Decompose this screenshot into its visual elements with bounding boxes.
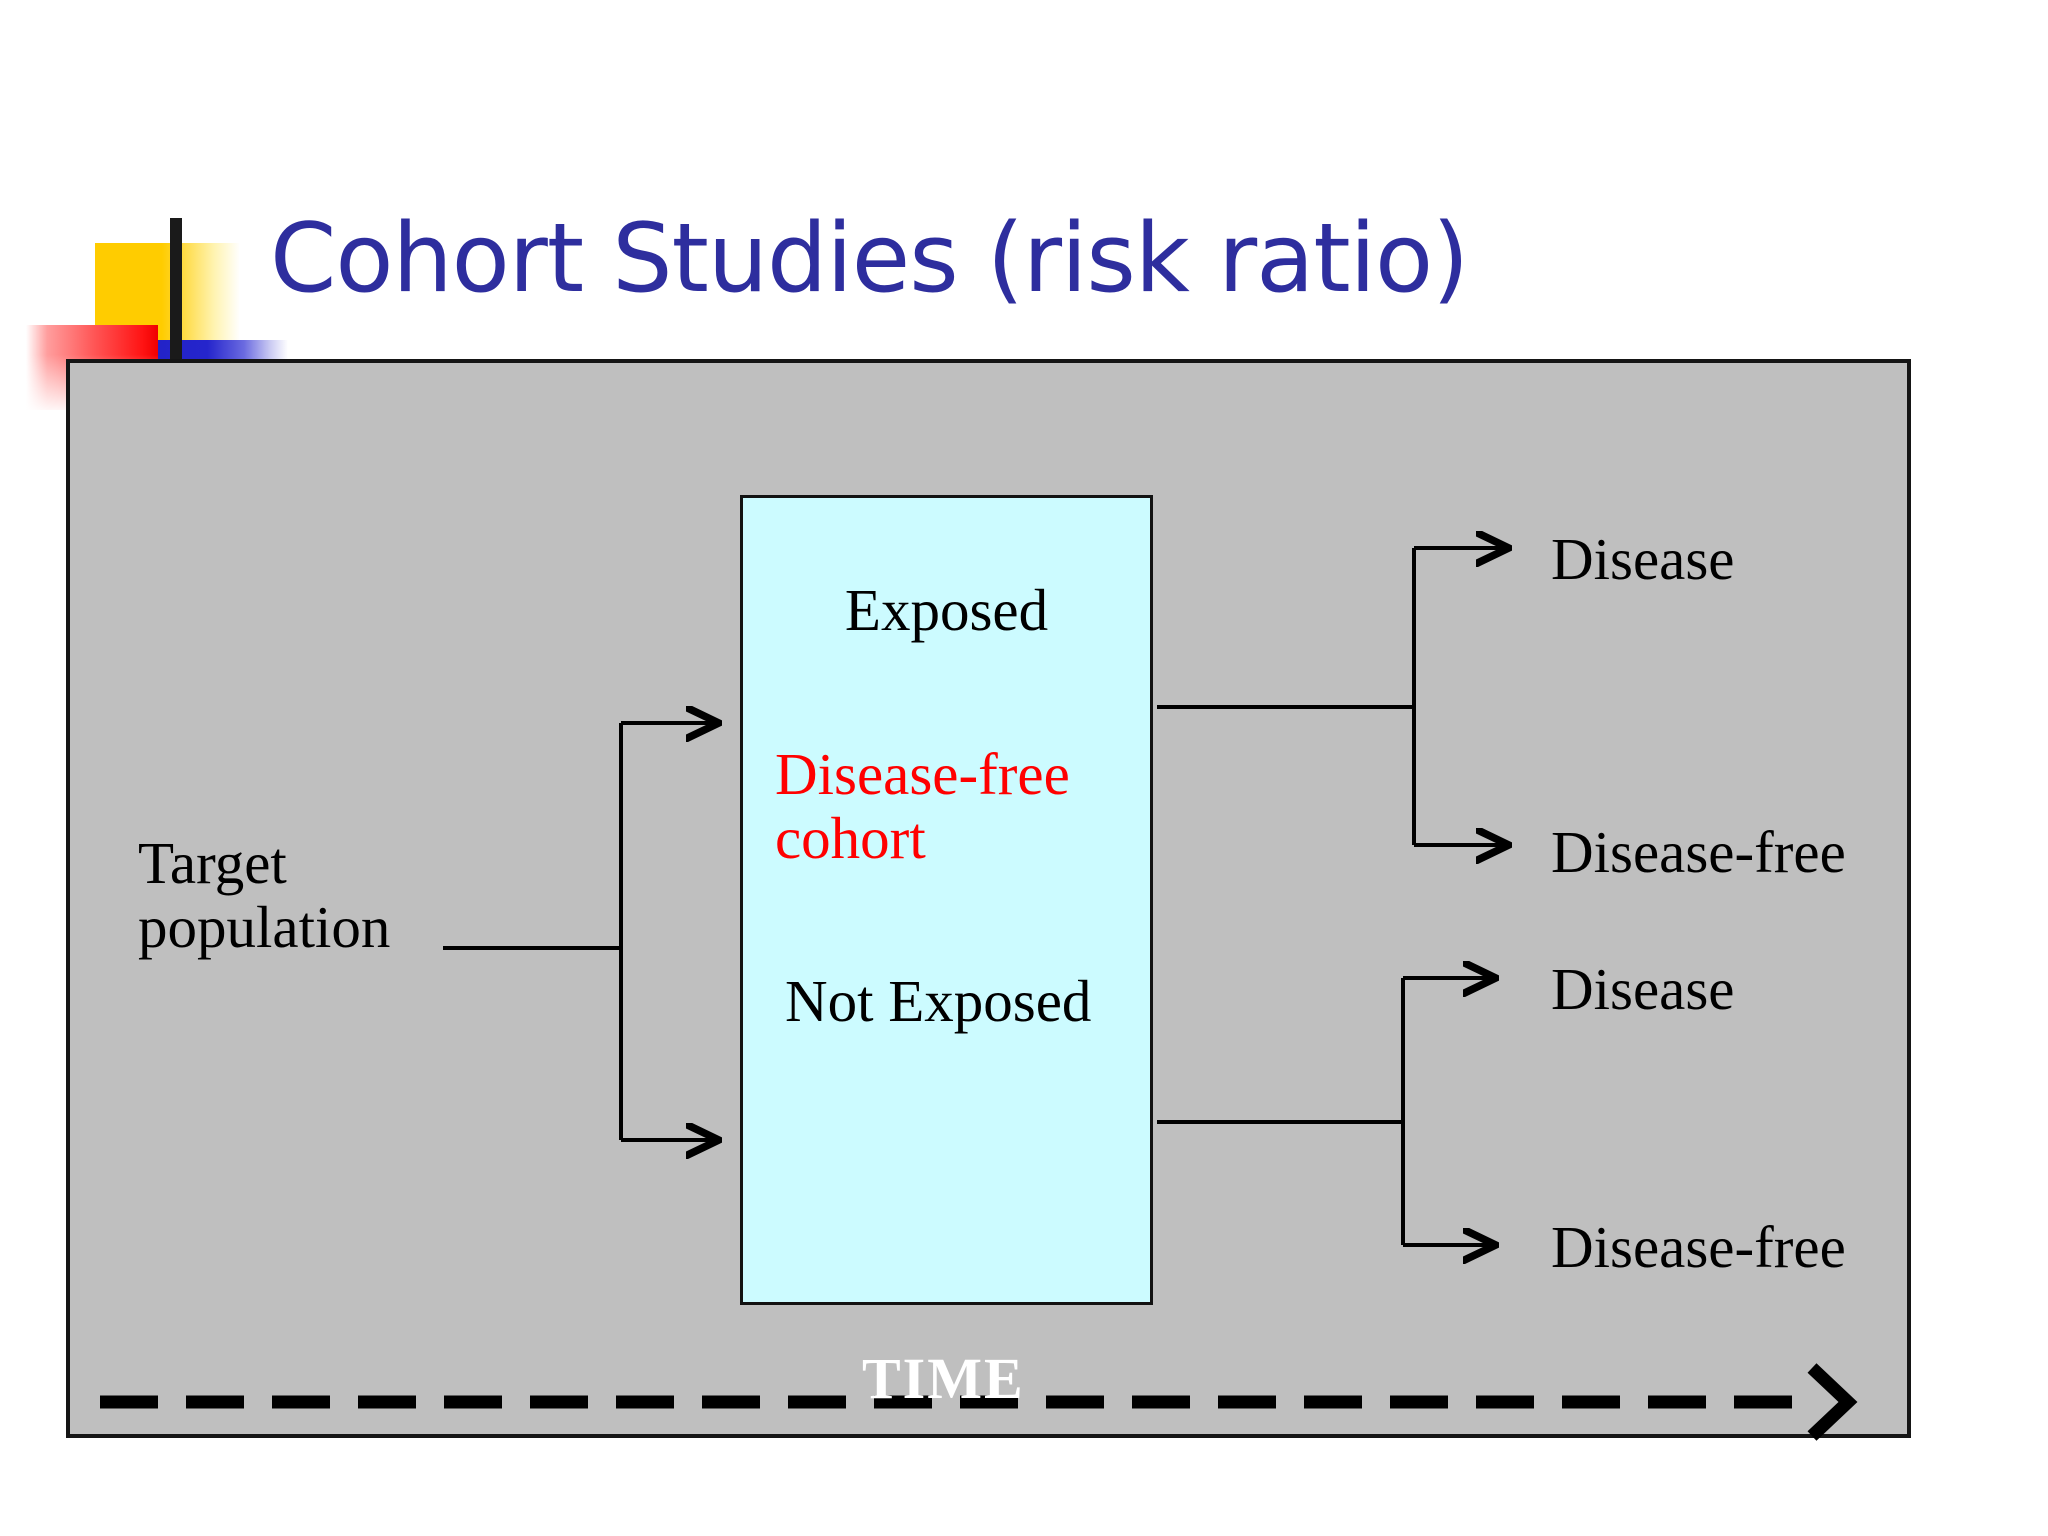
outcome-label-exposed-disease: Disease	[1551, 526, 1735, 592]
disease-free-cohort-label: Disease-free cohort	[775, 741, 1070, 871]
time-axis-label: TIME	[862, 1346, 1025, 1411]
outcome-label-exposed-disease-free: Disease-free	[1551, 819, 1846, 885]
exposed-group-label: Exposed	[844, 577, 1049, 643]
outcome-label-not-exposed-disease: Disease	[1551, 956, 1735, 1022]
disease-free-cohort-box: Exposed Disease-free cohort Not Exposed	[740, 495, 1153, 1305]
slide-title: Cohort Studies (risk ratio)	[270, 204, 1469, 314]
yellow-square-decoration	[95, 243, 240, 355]
not-exposed-group-label: Not Exposed	[785, 968, 1092, 1034]
outcome-label-not-exposed-disease-free: Disease-free	[1551, 1214, 1846, 1280]
black-vertical-bar-decoration	[170, 218, 182, 370]
target-population-label: Target population	[138, 830, 391, 960]
